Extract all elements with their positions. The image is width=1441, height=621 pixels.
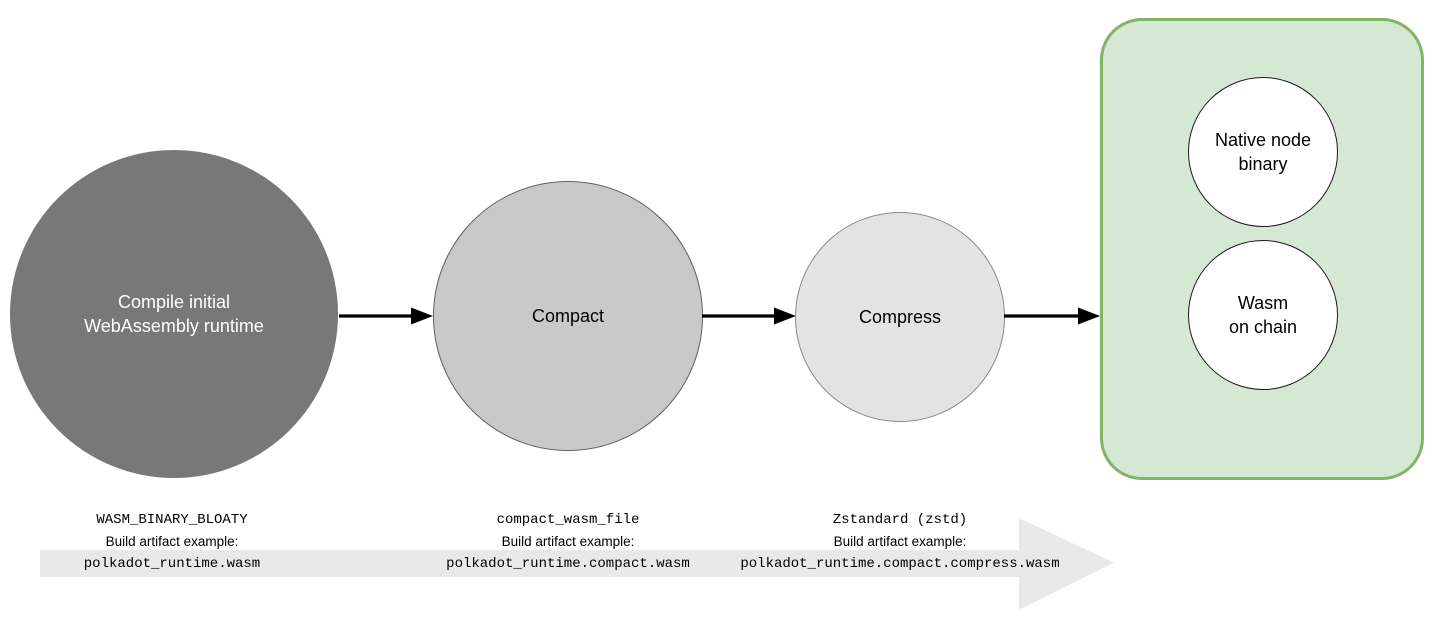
annotation-compile-caption: Build artifact example: bbox=[105, 534, 239, 549]
output-native-node-label: Native node binary bbox=[1214, 130, 1312, 174]
output-wasm-on-chain-label: Wasm on chain bbox=[1228, 293, 1298, 337]
stage-compile-circle: Compile initial WebAssembly runtime bbox=[10, 150, 338, 478]
annotation-compress: Zstandard (zstd) Build artifact example:… bbox=[730, 512, 1070, 572]
annotation-compile: WASM_BINARY_BLOATY Build artifact exampl… bbox=[2, 512, 342, 572]
annotation-compile-artifact: polkadot_runtime.wasm bbox=[83, 556, 261, 572]
annotation-compress-artifact: polkadot_runtime.compact.compress.wasm bbox=[740, 556, 1060, 572]
output-native-node-circle: Native node binary bbox=[1188, 77, 1338, 227]
annotation-compact: compact_wasm_file Build artifact example… bbox=[398, 512, 738, 572]
annotation-compact-tool: compact_wasm_file bbox=[496, 512, 640, 528]
stage-compile-label: Compile initial WebAssembly runtime bbox=[84, 292, 264, 336]
stage-compact-circle: Compact bbox=[433, 181, 703, 451]
output-wasm-on-chain-circle: Wasm on chain bbox=[1188, 240, 1338, 390]
annotation-compact-caption: Build artifact example: bbox=[501, 534, 635, 549]
annotation-compile-tool: WASM_BINARY_BLOATY bbox=[96, 512, 248, 528]
arrow-compact-to-compress-icon bbox=[702, 307, 796, 325]
arrow-compile-to-compact-icon bbox=[339, 307, 433, 325]
stage-compress-circle: Compress bbox=[795, 212, 1005, 422]
annotation-compact-artifact: polkadot_runtime.compact.wasm bbox=[446, 556, 690, 572]
artifact-flow-arrow-shaft bbox=[40, 550, 1019, 577]
stage-compact-label: Compact bbox=[531, 306, 605, 326]
annotation-compress-tool: Zstandard (zstd) bbox=[832, 512, 968, 528]
arrow-compress-to-output-icon bbox=[1004, 307, 1100, 325]
stage-compress-label: Compress bbox=[858, 307, 942, 327]
annotation-compress-caption: Build artifact example: bbox=[833, 534, 967, 549]
